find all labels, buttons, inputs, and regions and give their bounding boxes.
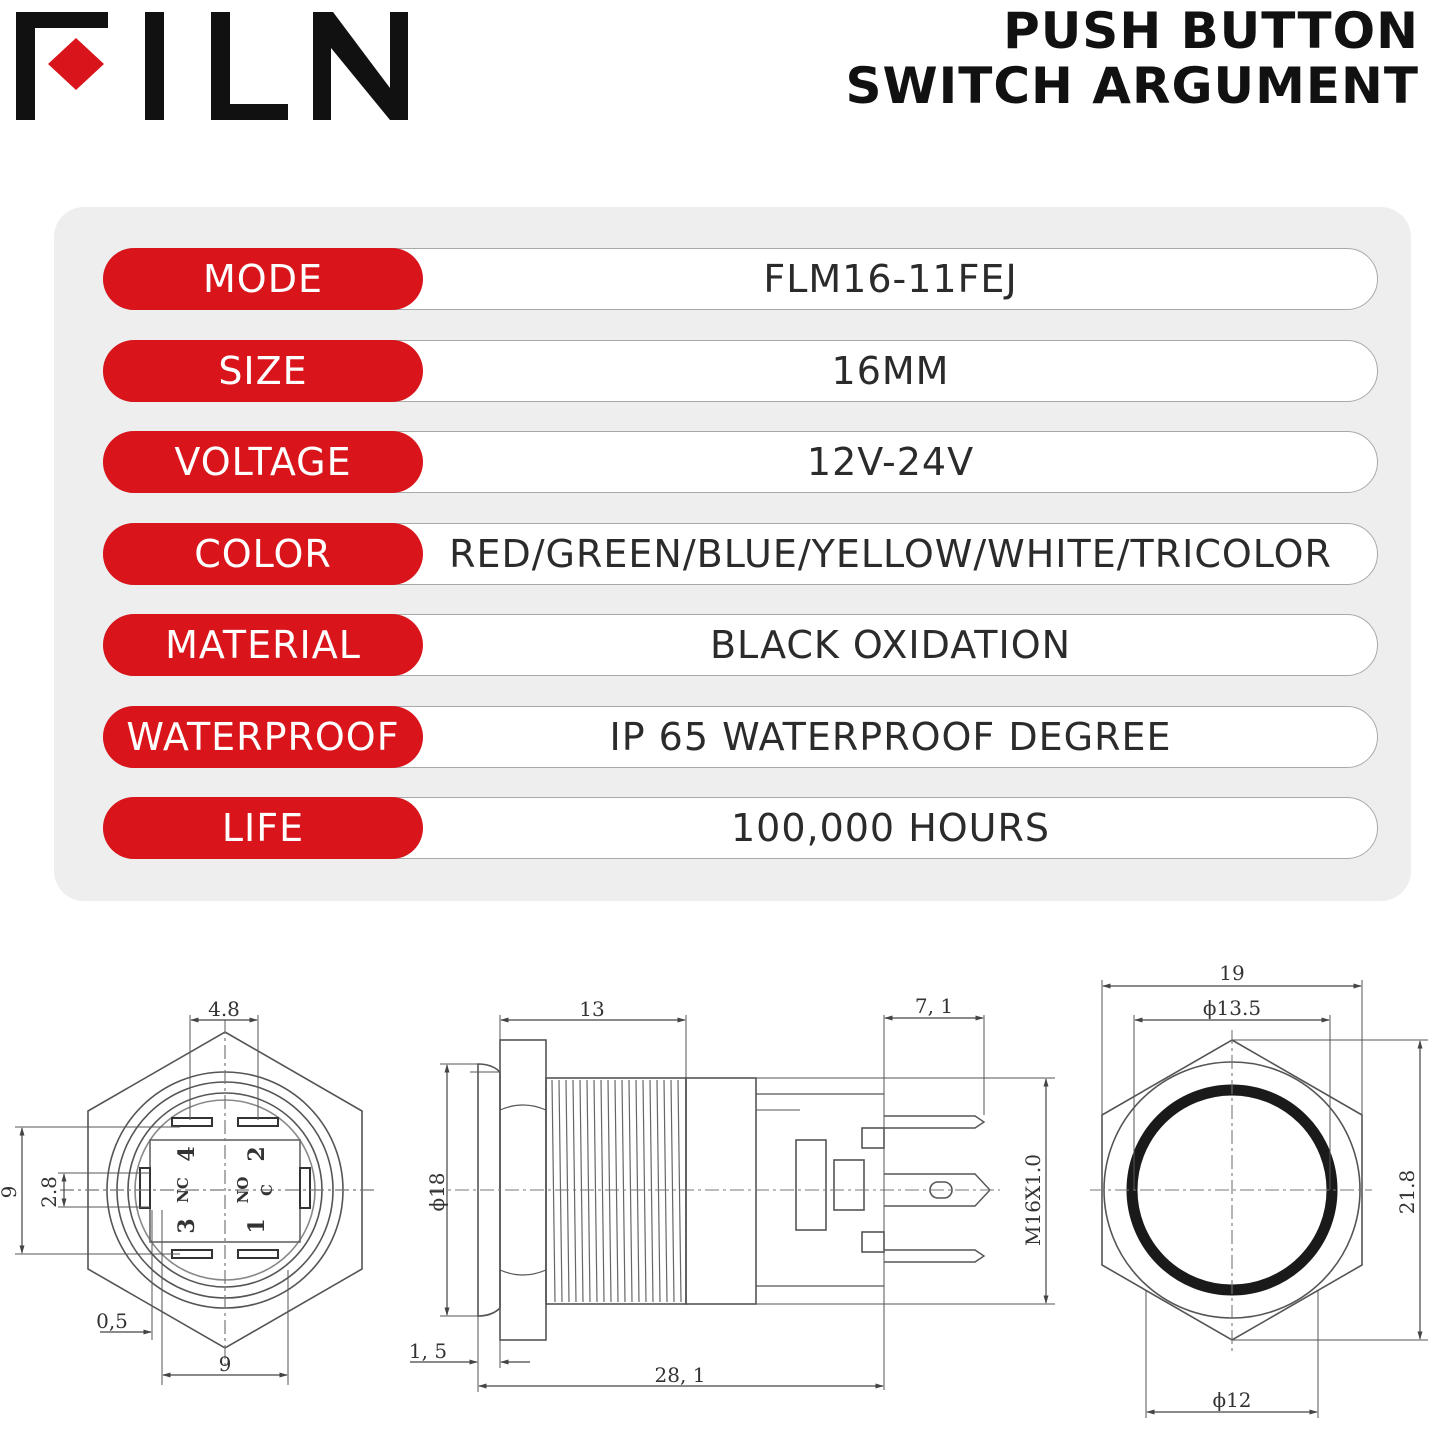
dim-label: 28, 1: [655, 1363, 706, 1387]
pin-label: NO: [234, 1177, 252, 1204]
thread-line: [663, 1079, 668, 1303]
pin-label: 2: [244, 1146, 270, 1161]
thread-line: [551, 1079, 556, 1303]
dim-label: M16X1.0: [1021, 1154, 1045, 1246]
spec-label: LIFE: [103, 797, 423, 859]
dim-label: 0,5: [96, 1309, 128, 1333]
spec-row-life: 100,000 HOURS LIFE: [103, 797, 1378, 859]
dim-label: 1, 5: [409, 1339, 447, 1363]
thread-line: [593, 1079, 598, 1303]
thread-line: [614, 1079, 619, 1303]
heading-line-2: SWITCH ARGUMENT: [845, 57, 1419, 115]
spec-label: SIZE: [103, 340, 423, 402]
heading-line-1: PUSH BUTTON: [1003, 2, 1419, 60]
front-view-drawing: [1090, 980, 1428, 1418]
dim-label: ϕ12: [1212, 1388, 1251, 1412]
spec-row-color: RED/GREEN/BLUE/YELLOW/WHITE/TRICOLOR COL…: [103, 523, 1378, 585]
thread-line: [656, 1079, 661, 1303]
spec-row-material: BLACK OXIDATION MATERIAL: [103, 614, 1378, 676]
thread-line: [649, 1079, 654, 1303]
dim-label: 9: [0, 1186, 21, 1199]
thread-line: [635, 1079, 640, 1303]
side-view-labels: 13 7, 1 ϕ18 M16X1.0 1, 5 28, 1: [409, 994, 1045, 1387]
filn-logo: [16, 12, 408, 120]
pin-label: 4: [174, 1146, 200, 1161]
thread-line: [558, 1079, 563, 1303]
dim-label: 9: [219, 1352, 232, 1376]
spec-row-voltage: 12V-24V VOLTAGE: [103, 431, 1378, 493]
thread-line: [628, 1079, 633, 1303]
dim-label: 4.8: [208, 997, 240, 1021]
spec-label: WATERPROOF: [103, 706, 423, 768]
spec-row-mode: FLM16-11FEJ MODE: [103, 248, 1378, 310]
thread-line: [670, 1079, 675, 1303]
dim-label: 13: [579, 997, 604, 1021]
back-view-drawing: [15, 1015, 375, 1385]
spec-row-waterproof: IP 65 WATERPROOF DEGREE WATERPROOF: [103, 706, 1378, 768]
spec-label: MATERIAL: [103, 614, 423, 676]
pin-label: C: [258, 1184, 276, 1196]
spec-label: COLOR: [103, 523, 423, 585]
page-heading: PUSH BUTTON SWITCH ARGUMENT: [845, 4, 1419, 114]
thread-lines: [551, 1079, 682, 1303]
pin-label: 1: [244, 1218, 270, 1233]
dim-label: ϕ18: [425, 1172, 449, 1211]
dim-label: 2.8: [37, 1176, 61, 1208]
thread-line: [600, 1079, 605, 1303]
thread-line: [642, 1079, 647, 1303]
spec-row-size: 16MM SIZE: [103, 340, 1378, 402]
thread-line: [579, 1079, 584, 1303]
technical-drawings: 4.8 9 2.8 0,5 9 4 2 3 1 NC NO C: [0, 961, 1428, 1418]
side-view-drawing: [410, 1015, 1055, 1392]
back-view-labels: 4.8 9 2.8 0,5 9 4 2 3 1 NC NO C: [0, 997, 276, 1376]
spec-table: FLM16-11FEJ MODE 16MM SIZE 12V-24V VOLTA…: [54, 207, 1411, 901]
spec-label: MODE: [103, 248, 423, 310]
front-view-labels: 19 ϕ13.5 21.8 ϕ12: [1203, 961, 1419, 1412]
thread-line: [565, 1079, 570, 1303]
dim-label: 21.8: [1395, 1170, 1419, 1215]
spec-label: VOLTAGE: [103, 431, 423, 493]
dim-label: ϕ13.5: [1203, 996, 1261, 1020]
dim-label: 19: [1219, 961, 1244, 985]
pin-label: 3: [174, 1218, 200, 1233]
thread-line: [607, 1079, 612, 1303]
thread-line: [621, 1079, 626, 1303]
dim-label: 7, 1: [915, 994, 953, 1018]
thread-line: [572, 1079, 577, 1303]
pin-label: NC: [174, 1177, 192, 1203]
thread-line: [586, 1079, 591, 1303]
thread-line: [677, 1079, 682, 1303]
